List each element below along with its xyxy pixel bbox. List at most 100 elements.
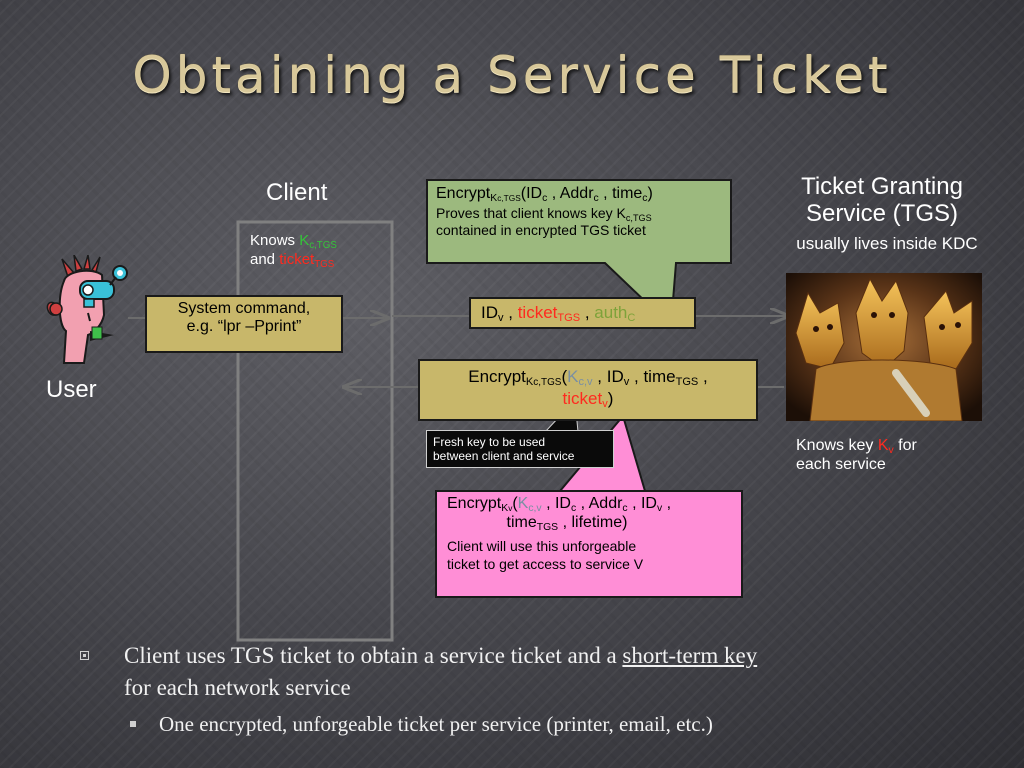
ticket-time-sub: TGS	[536, 522, 559, 533]
request-sep2: ,	[580, 303, 595, 322]
tgs-knows-suffix: for	[893, 437, 917, 454]
tgs-knows-key-sub: v	[888, 445, 894, 456]
response-ticket: ticket	[562, 389, 603, 408]
tgs-knows-line2: each service	[796, 456, 886, 473]
response-encrypt: Encrypt	[468, 367, 526, 386]
tgs-title-line2: Service (TGS)	[805, 200, 958, 227]
fresh-key-line2: between client and service	[433, 449, 575, 463]
ticket-encrypt: Encrypt	[447, 495, 502, 512]
proof-note-line1: Proves that client knows key K	[436, 205, 626, 221]
client-knows: Knows Kc,TGS and ticketTGS	[250, 231, 337, 269]
tgs-title: Ticket Granting Service (TGS)	[772, 173, 992, 227]
request-sep1: ,	[503, 303, 518, 322]
tgs-knows-prefix: Knows key	[796, 437, 878, 454]
response-kcv-sub: c,v	[578, 376, 593, 388]
request-id: ID	[481, 303, 498, 322]
response-id-sub: v	[623, 376, 630, 388]
user-label: User	[46, 376, 97, 403]
tgs-subtitle: usually lives inside KDC	[796, 234, 978, 253]
response-kcv: K	[567, 367, 579, 386]
service-ticket-expression: EncryptKv(Kc,v , IDc , Addrc , IDv ,	[447, 494, 737, 514]
time: , time	[598, 185, 643, 202]
proof-note-line2: contained in encrypted TGS ticket	[436, 222, 646, 238]
time-sub: c	[642, 193, 648, 204]
service-ticket-bubble-shape	[435, 413, 743, 598]
tgs-proof-expression: EncryptKc,TGS(IDc , Addrc , timec)	[436, 184, 728, 204]
args-open: (ID	[520, 185, 543, 202]
response-key-sub: c,TGS	[533, 377, 562, 388]
encrypt-key: Kc,TGS	[490, 193, 521, 204]
service-ticket-note: Client will use this unforgeable ticket …	[447, 537, 737, 573]
response-time: , time	[629, 367, 676, 386]
client-knows-key: K	[299, 232, 310, 249]
response-line1: EncryptKc,TGS(Kc,v , IDv , timeTGS ,	[420, 366, 756, 388]
ticket-lifetime: , lifetime)	[558, 514, 628, 531]
service-ticket-expression-line2: timeTGS , lifetime)	[447, 513, 687, 533]
ticket-open: (	[512, 495, 518, 512]
ticket-kcv-sub: c,v	[528, 503, 542, 514]
ticket-idc: , ID	[541, 495, 571, 512]
cerberus-image	[786, 273, 982, 421]
encrypt-key-sub: c,TGS	[497, 193, 521, 203]
ticket-idc-sub: c	[570, 503, 577, 514]
client-and-text: and	[250, 251, 280, 268]
request-auth: auth	[594, 303, 628, 322]
response-time-sub: TGS	[675, 376, 699, 388]
client-ticket: ticket	[279, 251, 315, 268]
client-boundary	[236, 220, 394, 642]
response-open: (	[561, 367, 568, 386]
request-ticket-sub: TGS	[557, 312, 581, 324]
tgs-title-line1: Ticket Granting	[801, 173, 963, 200]
client-knows-key-sub: c,TGS	[309, 240, 337, 251]
tgs-knows: Knows key Kv for each service	[796, 436, 917, 474]
response-key: Kc,TGS	[526, 376, 562, 388]
bullet-sub-text: One encrypted, unforgeable ticket per se…	[159, 712, 713, 736]
response-line2: ticketv)	[420, 388, 756, 410]
bullet-main-text-a: Client uses TGS ticket to obtain a servi…	[124, 643, 623, 668]
close-paren: )	[647, 185, 653, 202]
bullet-main: Client uses TGS ticket to obtain a servi…	[78, 640, 1008, 704]
system-command-line1: System command,	[177, 300, 311, 317]
ticket-addr-sub: c	[622, 503, 628, 514]
ticket-key-k: K	[501, 503, 509, 514]
encrypt-word: Encrypt	[436, 185, 491, 202]
response-close: )	[607, 389, 614, 408]
service-ticket-bubble: EncryptKv(Kc,v , IDc , Addrc , IDv , tim…	[447, 494, 737, 573]
encrypt-key-k: K	[490, 193, 498, 204]
ticket-comma: ,	[662, 495, 672, 512]
response-comma: ,	[698, 367, 708, 386]
ticket-idv: , ID	[627, 495, 657, 512]
system-command-box: System command, e.g. “lpr –Pprint”	[145, 295, 343, 353]
bullet-main-text-b: for each network service	[124, 675, 351, 700]
id-sub: c	[542, 193, 548, 204]
ticket-key-sub: v	[508, 503, 513, 513]
request-box: IDv , ticketTGS , authC	[469, 297, 696, 329]
client-label: Client	[266, 179, 328, 206]
user-figure-icon	[46, 255, 128, 364]
tgs-proof-bubble-shape	[426, 179, 732, 329]
request-ticket: ticket	[517, 303, 558, 322]
request-id-sub: v	[498, 312, 504, 324]
tgs-knows-key: K	[877, 437, 889, 454]
tgs-proof-bubble: EncryptKc,TGS(IDc , Addrc , timec) Prove…	[436, 184, 728, 239]
addr-sub: c	[593, 193, 599, 204]
slide-title: Obtaining a Service Ticket	[132, 46, 892, 104]
bullet-sub: One encrypted, unforgeable ticket per se…	[78, 710, 1008, 738]
proof-note-sub: c,TGS	[625, 213, 652, 223]
client-ticket-sub: TGS	[314, 259, 335, 270]
response-box: EncryptKc,TGS(Kc,v , IDv , timeTGS , tic…	[418, 359, 758, 421]
ticket-key: Kv	[501, 503, 512, 514]
response-ticket-sub: v	[602, 398, 608, 410]
system-command-line2: e.g. “lpr –Pprint”	[186, 318, 302, 335]
bullet-list: Client uses TGS ticket to obtain a servi…	[78, 640, 1008, 738]
addr: , Addr	[547, 185, 594, 202]
ticket-idv-sub: v	[656, 503, 663, 514]
ticket-time: time	[506, 514, 537, 531]
client-knows-prefix: Knows	[250, 232, 300, 249]
small-square-bullet-icon	[130, 721, 136, 727]
bullet-main-underlined: short-term key	[622, 643, 758, 668]
response-id: , ID	[592, 367, 624, 386]
square-bullet-icon	[80, 651, 89, 660]
tgs-proof-note: Proves that client knows key Kc,TGS cont…	[436, 205, 728, 239]
